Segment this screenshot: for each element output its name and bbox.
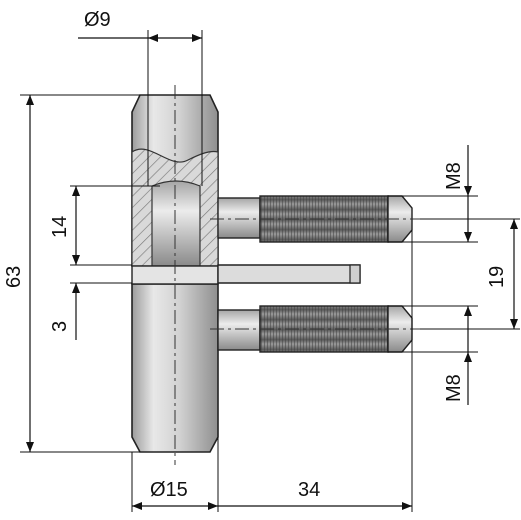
gap-3-label: 3 — [49, 321, 71, 332]
dim-body-diameter: Ø15 — [131, 437, 219, 512]
body-diameter-label: Ø15 — [150, 479, 188, 501]
hinge-body — [131, 94, 361, 453]
dim-depth: 34 — [218, 230, 413, 512]
lower-threaded-pin — [217, 305, 413, 353]
mounting-plate — [217, 264, 361, 284]
dim-total-height: 63 — [3, 94, 140, 453]
pin-diameter-label: Ø9 — [84, 9, 111, 31]
dim-gap-3: 3 — [49, 282, 132, 340]
thread-bottom-label: M8 — [443, 374, 465, 402]
upper-threaded-pin — [217, 195, 413, 243]
length-14-label: 14 — [49, 216, 71, 238]
dim-thread-top: M8 — [388, 145, 478, 243]
center-lines — [174, 85, 425, 465]
dim-pin-diameter: Ø9 — [78, 9, 203, 186]
total-height-label: 63 — [3, 266, 25, 288]
dim-pin-spacing: 19 — [420, 218, 520, 330]
depth-label: 34 — [298, 479, 320, 501]
dim-length-14: 14 — [49, 185, 160, 266]
dim-thread-bottom: M8 — [388, 305, 478, 405]
pin-spacing-label: 19 — [486, 266, 508, 288]
thread-top-label: M8 — [443, 162, 465, 190]
inner-pin — [151, 180, 201, 267]
plate-tab — [349, 264, 361, 284]
